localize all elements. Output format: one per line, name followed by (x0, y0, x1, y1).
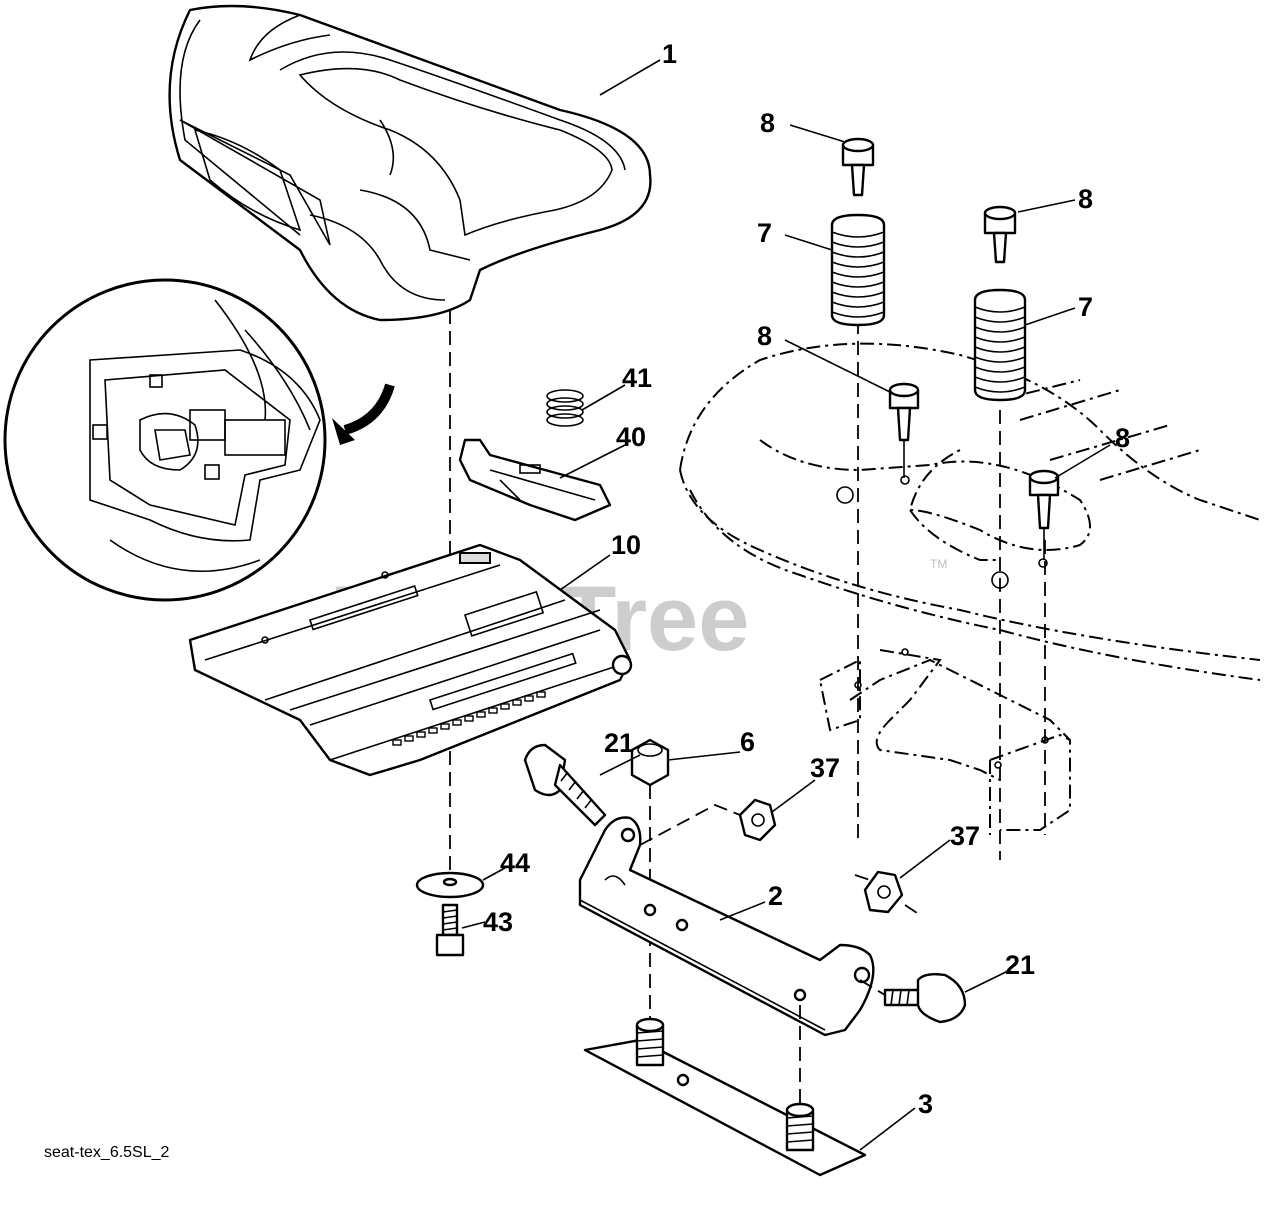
bolt-part-8-top-right (983, 205, 1017, 264)
nut-part-6 (630, 738, 670, 787)
bracket-part-2 (578, 816, 875, 1037)
callout-1: 1 (662, 39, 677, 69)
seat-part-1 (168, 4, 652, 322)
bolt-part-21-right (883, 972, 967, 1024)
callout-44: 44 (500, 848, 530, 878)
plate-part-3 (583, 1017, 867, 1177)
nut-37-lower-line (854, 874, 921, 916)
nut-part-37-upper (738, 798, 777, 842)
tractor-frame-outline (679, 342, 1261, 835)
nut-part-37-lower (863, 870, 904, 914)
callout-7-left: 7 (757, 218, 772, 248)
bolt-part-21-left (523, 743, 607, 827)
callout-43: 43 (483, 907, 513, 937)
seat-pan-part-10 (188, 543, 633, 777)
callout-8-top-left: 8 (760, 108, 775, 138)
stud-right (785, 1102, 815, 1152)
callout-37-upper: 37 (810, 753, 840, 783)
stud-left (635, 1017, 665, 1067)
leader-lines (461, 59, 1111, 1151)
spring-part-7-right (973, 288, 1027, 402)
callout-41: 41 (622, 363, 652, 393)
callout-37-lower: 37 (950, 821, 980, 851)
callout-8-mid: 8 (757, 321, 772, 351)
callout-labels: 1 8 8 7 7 8 8 41 40 10 21 6 37 37 44 43 … (483, 39, 1130, 1119)
callout-40: 40 (616, 422, 646, 452)
callout-3: 3 (918, 1089, 933, 1119)
spring-part-7-left (830, 213, 886, 327)
callout-10: 10 (611, 530, 641, 560)
bolt-part-8-top-left (841, 137, 875, 197)
watermark-trademark: TM (930, 557, 947, 571)
latch-part-40 (458, 438, 612, 522)
diagram-caption: seat-tex_6.5SL_2 (44, 1144, 170, 1161)
nut-37-upper-line (639, 804, 741, 846)
bolt-21-right-line (859, 979, 886, 996)
callout-8-right: 8 (1115, 423, 1130, 453)
spring-part-41 (546, 389, 584, 427)
callout-21-right: 21 (1005, 950, 1035, 980)
bolt-part-43 (435, 903, 465, 957)
callout-2: 2 (768, 881, 783, 911)
callout-6: 6 (740, 727, 755, 757)
callout-8-top-right: 8 (1078, 184, 1093, 214)
detail-inset (3, 278, 395, 602)
callout-21-left: 21 (604, 728, 634, 758)
bolt-part-8-mid (888, 382, 920, 442)
callout-7-right: 7 (1078, 292, 1093, 322)
bolt-part-8-right (1028, 469, 1060, 530)
washer-part-44 (415, 871, 485, 899)
